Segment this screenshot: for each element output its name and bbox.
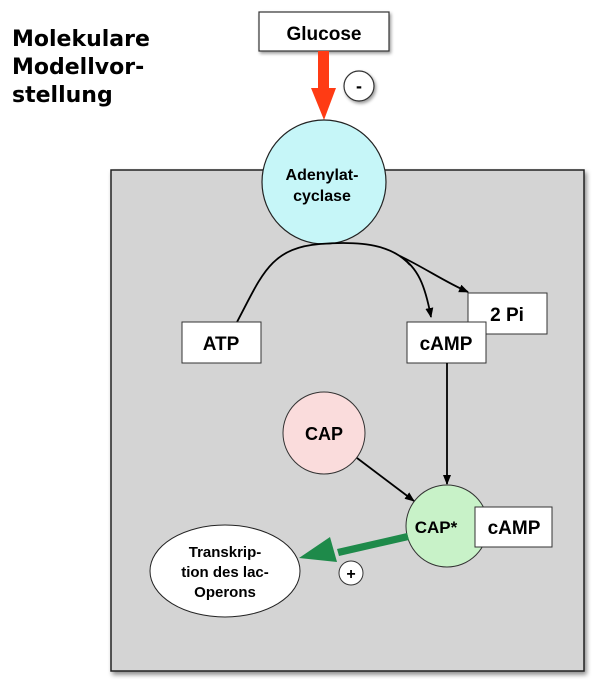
title-line: stellung <box>12 83 113 108</box>
title-line: Modellvor- <box>12 55 145 80</box>
arrow-to-camp <box>399 255 434 318</box>
inhibition-sign: - <box>343 70 375 102</box>
transcription-label-line2: tion des lac- <box>181 564 269 581</box>
atp-to-enzyme-curve <box>236 242 411 323</box>
cap-active-label: CAP* <box>415 518 458 537</box>
cap-node: CAP <box>282 391 366 475</box>
diagram-title: Molekulare Modellvor- stellung <box>12 26 150 110</box>
adenylatcyclase-node: Adenylat- cyclase <box>261 119 387 245</box>
minus-icon: - <box>356 76 362 96</box>
cap-to-cap-active-arrow <box>356 457 415 502</box>
atp-label: ATP <box>203 334 240 355</box>
title-line: Molekulare <box>12 27 150 52</box>
cap-bound-camp-label: cAMP <box>488 518 541 539</box>
inhibition-arrow <box>311 51 336 120</box>
camp-label: cAMP <box>420 334 473 355</box>
transcription-label-line1: Transkrip- <box>189 544 262 561</box>
transcription-node: Transkrip- tion des lac- Operons <box>149 524 301 618</box>
glucose-node: Glucose <box>258 11 390 52</box>
camp-node: cAMP <box>406 321 487 364</box>
pi-label: 2 Pi <box>490 305 524 326</box>
adenylatcyclase-label-line2: cyclase <box>293 188 351 205</box>
transcription-label-line3: Operons <box>194 584 256 601</box>
atp-node: ATP <box>181 321 262 364</box>
glucose-label: Glucose <box>287 24 362 45</box>
plus-icon: + <box>346 566 355 583</box>
activation-arrow <box>299 533 409 562</box>
cap-bound-camp-node: cAMP <box>474 506 553 548</box>
adenylatcyclase-label-line1: Adenylat- <box>286 167 359 184</box>
activation-sign: + <box>338 560 364 586</box>
cap-label: CAP <box>305 424 343 444</box>
arrow-to-pi <box>399 255 469 293</box>
cap-active-node: CAP* <box>405 484 489 568</box>
